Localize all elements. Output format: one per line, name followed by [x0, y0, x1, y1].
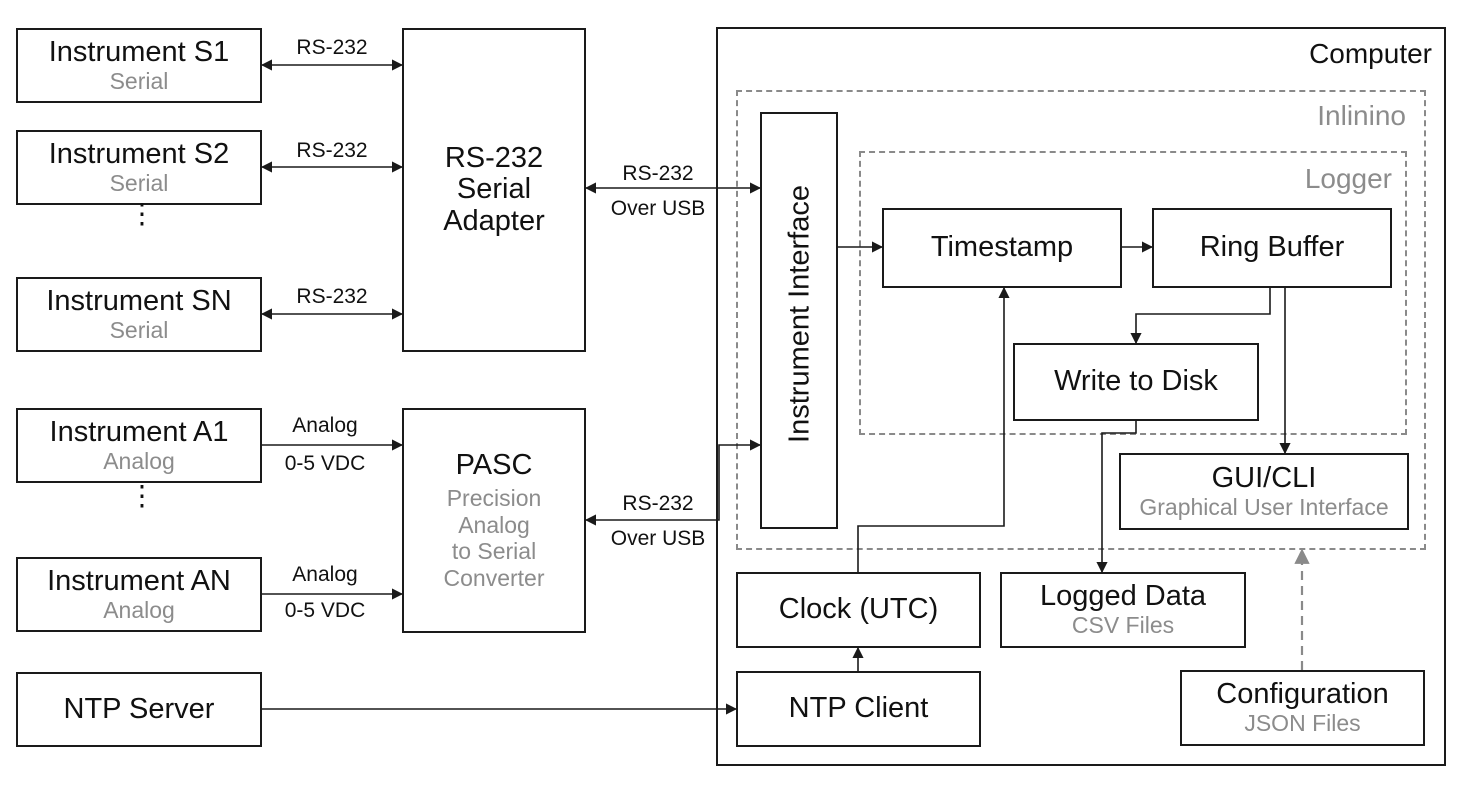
serial-adapter-line2: Serial — [456, 173, 532, 206]
clock-to-timestamp-arrow — [857, 286, 1010, 572]
instrument-sn-title: Instrument SN — [46, 284, 232, 317]
instrument-a1-title: Instrument A1 — [49, 415, 229, 448]
disk-to-logged-data-arrow — [1096, 421, 1137, 574]
pasc-title: PASC — [455, 448, 533, 481]
instrument-s1-type: Serial — [109, 67, 169, 94]
pasc-usb-bottom-label: Over USB — [610, 527, 706, 550]
configuration-title: Configuration — [1216, 678, 1389, 711]
write-to-disk-box: Write to Disk — [1013, 343, 1259, 421]
instrument-a1-box: Instrument A1 Analog — [16, 408, 262, 483]
sn-link-label: RS-232 — [296, 285, 368, 308]
serial-adapter-line1: RS-232 — [444, 142, 544, 175]
ring-to-disk-arrow — [1130, 288, 1271, 345]
ntp-server-box: NTP Server — [16, 672, 262, 747]
clock-box: Clock (UTC) — [736, 572, 981, 648]
a1-link-top-label: Analog — [292, 414, 358, 437]
ring-buffer-title: Ring Buffer — [1199, 231, 1345, 264]
ntp-server-title: NTP Server — [63, 692, 215, 725]
gui-box: GUI/CLI Graphical User Interface — [1119, 453, 1409, 530]
adapter-usb-top-label: RS-232 — [622, 162, 694, 185]
logged-data-box: Logged Data CSV Files — [1000, 572, 1246, 648]
ntp-client-box: NTP Client — [736, 671, 981, 747]
serial-adapter-line3: Adapter — [443, 204, 545, 237]
s2-link-label: RS-232 — [296, 139, 368, 162]
timestamp-box: Timestamp — [882, 208, 1122, 288]
ntp-client-title: NTP Client — [788, 692, 929, 725]
instrument-interface-box — [760, 112, 838, 529]
a1-link-bottom-label: 0-5 VDC — [284, 452, 366, 475]
instrument-an-title: Instrument AN — [47, 564, 231, 597]
write-to-disk-title: Write to Disk — [1054, 365, 1218, 398]
logged-data-subtitle: CSV Files — [1071, 612, 1175, 639]
instrument-an-type: Analog — [103, 596, 175, 623]
an-link-top-label: Analog — [292, 563, 358, 586]
pasc-line1: Precision — [446, 485, 542, 512]
clock-title: Clock (UTC) — [778, 593, 939, 626]
logger-frame — [859, 151, 1407, 435]
timestamp-title: Timestamp — [930, 231, 1074, 264]
gui-title: GUI/CLI — [1211, 461, 1317, 494]
configuration-box: Configuration JSON Files — [1180, 670, 1425, 746]
computer-frame — [716, 27, 1446, 766]
logger-label: Logger — [1304, 163, 1392, 194]
computer-label: Computer — [1309, 38, 1432, 69]
an-link-bottom-label: 0-5 VDC — [284, 599, 366, 622]
inlinino-frame — [736, 90, 1426, 550]
instrument-an-box: Instrument AN Analog — [16, 557, 262, 632]
instrument-s2-type: Serial — [109, 169, 169, 196]
instrument-s2-title: Instrument S2 — [48, 137, 230, 170]
instrument-s1-title: Instrument S1 — [48, 35, 230, 68]
pasc-line4: Converter — [443, 564, 545, 591]
logged-data-title: Logged Data — [1039, 580, 1207, 613]
s1-link-label: RS-232 — [296, 36, 368, 59]
instrument-a1-type: Analog — [103, 447, 175, 474]
inlinino-label: Inlinino — [1317, 100, 1406, 131]
instrument-sn-box: Instrument SN Serial — [16, 277, 262, 352]
serial-adapter-box: RS-232 Serial Adapter — [402, 28, 586, 352]
pasc-line2: Analog — [458, 511, 530, 538]
adapter-usb-bottom-label: Over USB — [610, 197, 706, 220]
pasc-line3: to Serial — [451, 538, 537, 565]
instrument-s2-box: Instrument S2 Serial — [16, 130, 262, 205]
instrument-sn-type: Serial — [109, 316, 169, 343]
pasc-to-interface-arrow — [584, 439, 762, 526]
ring-buffer-box: Ring Buffer — [1152, 208, 1392, 288]
configuration-subtitle: JSON Files — [1244, 710, 1361, 737]
instrument-s1-box: Instrument S1 Serial — [16, 28, 262, 103]
gui-subtitle: Graphical User Interface — [1139, 493, 1389, 520]
